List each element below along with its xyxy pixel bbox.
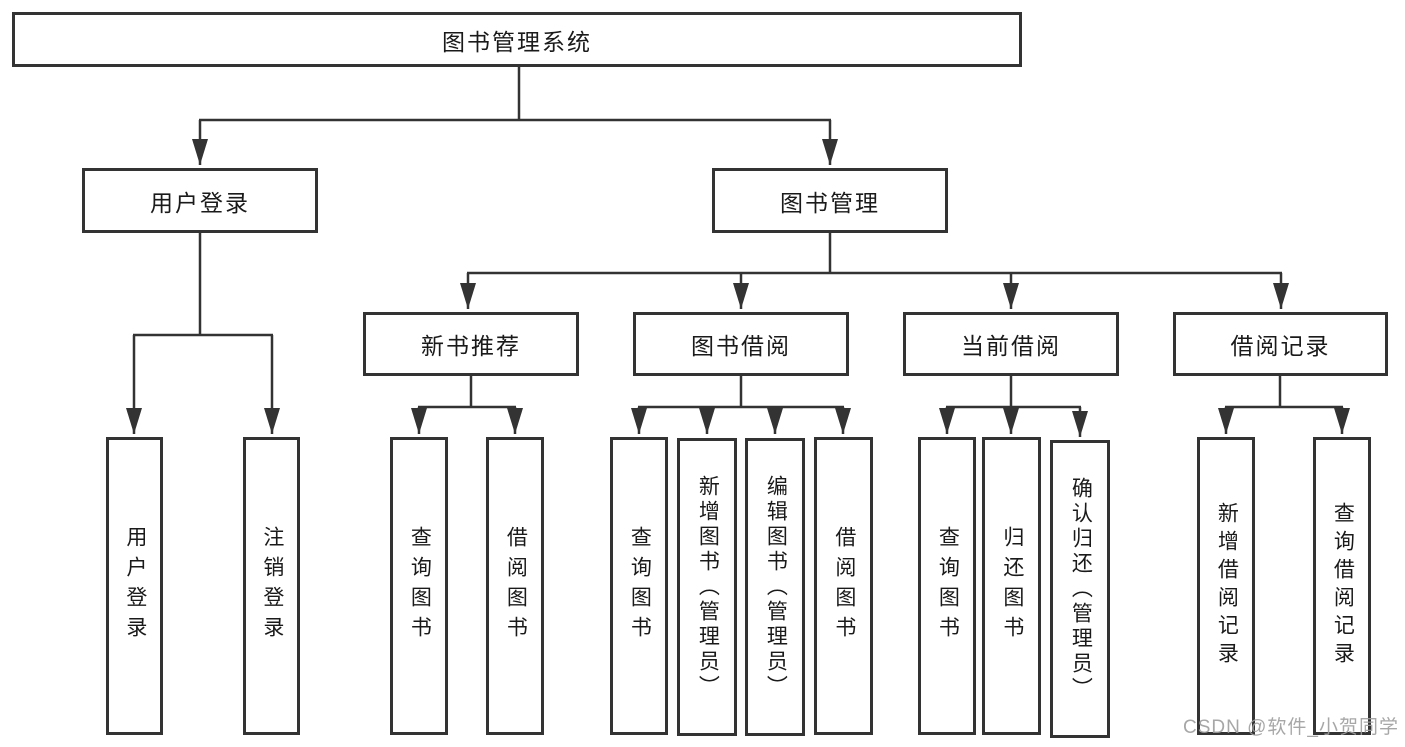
node-library-system: 图书管理系统 bbox=[12, 12, 1022, 67]
watermark: CSDN @软件_小贺同学 bbox=[1183, 717, 1399, 738]
node-borrow-records: 借阅记录 bbox=[1173, 312, 1388, 376]
leaf-logout: 注销登录 bbox=[243, 437, 300, 735]
leaf-query-borrow-record-label: 查询借阅记录 bbox=[1331, 502, 1355, 670]
leaf-query-books-recommend: 查询图书 bbox=[390, 437, 448, 735]
node-current-borrow: 当前借阅 bbox=[903, 312, 1119, 376]
node-user-login: 用户登录 bbox=[82, 168, 318, 233]
leaf-edit-book-admin: 编辑图书（管理员） bbox=[745, 438, 805, 736]
leaf-query-books-recommend-label: 查询图书 bbox=[408, 526, 432, 646]
leaf-borrow-books-recommend-label: 借阅图书 bbox=[504, 526, 528, 646]
node-user-login-label: 用户登录 bbox=[150, 189, 250, 216]
leaf-edit-book-admin-label: 编辑图书（管理员） bbox=[764, 474, 788, 700]
leaf-confirm-return-admin-label: 确认归还（管理员） bbox=[1069, 476, 1093, 702]
leaf-add-book-admin-label: 新增图书（管理员） bbox=[696, 474, 720, 700]
leaf-add-borrow-record: 新增借阅记录 bbox=[1197, 437, 1255, 735]
leaf-query-books-borrow: 查询图书 bbox=[610, 437, 668, 735]
leaf-query-books-current-label: 查询图书 bbox=[936, 526, 960, 646]
leaf-return-books-label: 归还图书 bbox=[1000, 526, 1024, 646]
node-borrow-records-label: 借阅记录 bbox=[1230, 333, 1331, 359]
node-book-borrow-label: 图书借阅 bbox=[691, 333, 791, 359]
node-current-borrow-label: 当前借阅 bbox=[961, 333, 1061, 359]
leaf-add-book-admin: 新增图书（管理员） bbox=[677, 438, 737, 736]
leaf-borrow-books-recommend: 借阅图书 bbox=[486, 437, 544, 735]
leaf-return-books: 归还图书 bbox=[982, 437, 1041, 735]
leaf-user-login-label: 用户登录 bbox=[123, 526, 147, 646]
leaf-query-borrow-record: 查询借阅记录 bbox=[1313, 437, 1371, 735]
leaf-logout-label: 注销登录 bbox=[260, 526, 284, 646]
leaf-query-books-borrow-label: 查询图书 bbox=[628, 526, 652, 646]
node-library-system-label: 图书管理系统 bbox=[442, 28, 592, 55]
node-new-book-recommend-label: 新书推荐 bbox=[421, 333, 521, 359]
leaf-add-borrow-record-label: 新增借阅记录 bbox=[1215, 502, 1239, 670]
leaf-confirm-return-admin: 确认归还（管理员） bbox=[1050, 440, 1110, 738]
leaf-user-login: 用户登录 bbox=[106, 437, 163, 735]
node-book-management-label: 图书管理 bbox=[780, 189, 880, 216]
node-book-borrow: 图书借阅 bbox=[633, 312, 849, 376]
leaf-query-books-current: 查询图书 bbox=[918, 437, 976, 735]
node-new-book-recommend: 新书推荐 bbox=[363, 312, 579, 376]
leaf-borrow-books-borrow-label: 借阅图书 bbox=[832, 526, 856, 646]
node-book-management: 图书管理 bbox=[712, 168, 948, 233]
leaf-borrow-books-borrow: 借阅图书 bbox=[814, 437, 873, 735]
